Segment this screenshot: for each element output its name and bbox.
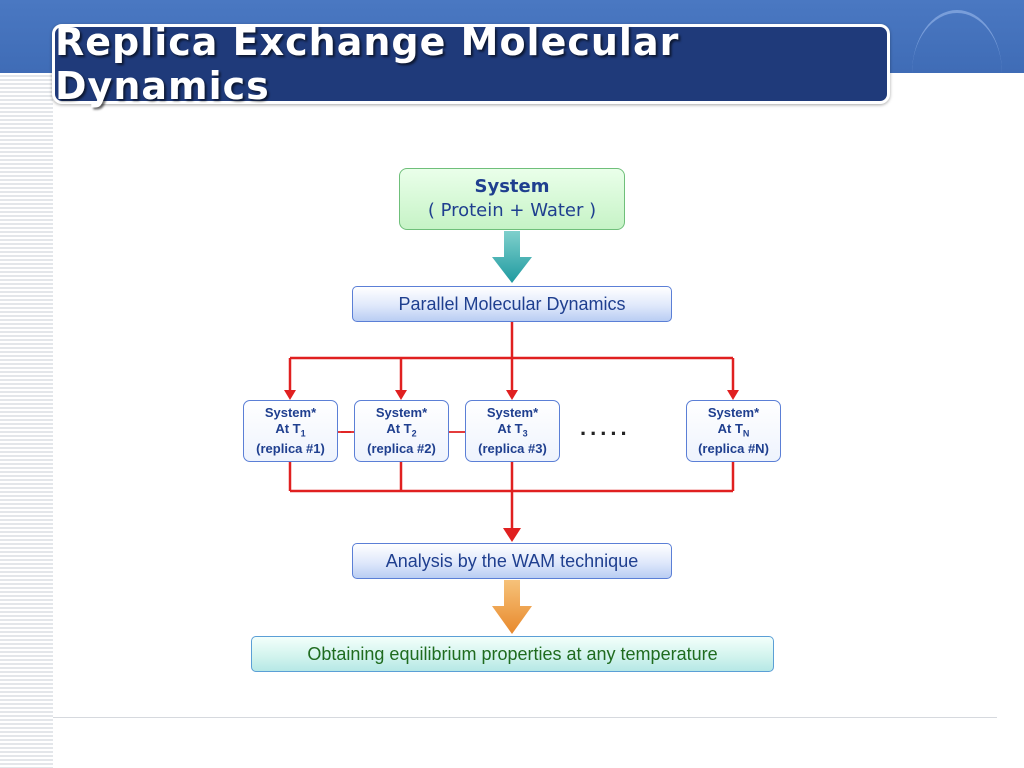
system-subtitle: ( Protein + Water ) xyxy=(427,200,597,221)
replica-3-temp: At T3 xyxy=(497,420,528,439)
fan-out-arrowheads xyxy=(284,390,739,400)
fan-in-connectors xyxy=(288,462,735,533)
replica-1-label: (replica #1) xyxy=(256,441,325,457)
parallel-md-label: Parallel Molecular Dynamics xyxy=(398,293,626,314)
replica-node-1: System* At T1 (replica #1) xyxy=(243,400,338,462)
replica-3-label: (replica #3) xyxy=(478,441,547,457)
slide-title: Replica Exchange Molecular Dynamics xyxy=(55,20,680,108)
left-stripe-pattern xyxy=(0,73,53,768)
analysis-node: Analysis by the WAM technique xyxy=(352,543,672,579)
analysis-label: Analysis by the WAM technique xyxy=(385,550,639,571)
replica-2-temp: At T2 xyxy=(386,420,417,439)
ellipsis: ..... xyxy=(580,415,631,440)
replica-3-line1: System* xyxy=(486,404,539,420)
system-title: System xyxy=(474,176,550,197)
replica-1-temp: At T1 xyxy=(275,420,306,439)
orange-down-arrow xyxy=(492,580,532,634)
replica-node-2: System* At T2 (replica #2) xyxy=(354,400,449,462)
fan-in-arrowhead xyxy=(503,528,521,542)
parallel-md-node: Parallel Molecular Dynamics xyxy=(352,286,672,322)
replica-2-label: (replica #2) xyxy=(367,441,436,457)
result-node: Obtaining equilibrium properties at any … xyxy=(251,636,774,672)
replica-2-line1: System* xyxy=(375,404,428,420)
replica-1-line1: System* xyxy=(264,404,317,420)
fan-out-connectors xyxy=(288,322,735,392)
replica-n-line1: System* xyxy=(707,404,760,420)
replica-node-n: System* At TN (replica #N) xyxy=(686,400,781,462)
replica-n-temp: At TN xyxy=(717,420,750,439)
replica-n-label: (replica #N) xyxy=(698,441,769,457)
footer-divider xyxy=(53,717,997,718)
system-node: System ( Protein + Water ) xyxy=(399,168,625,230)
title-banner: Replica Exchange Molecular Dynamics xyxy=(52,20,890,108)
result-label: Obtaining equilibrium properties at any … xyxy=(307,643,718,664)
replica-node-3: System* At T3 (replica #3) xyxy=(465,400,560,462)
decorative-arc xyxy=(912,10,1002,73)
teal-down-arrow xyxy=(492,231,532,283)
